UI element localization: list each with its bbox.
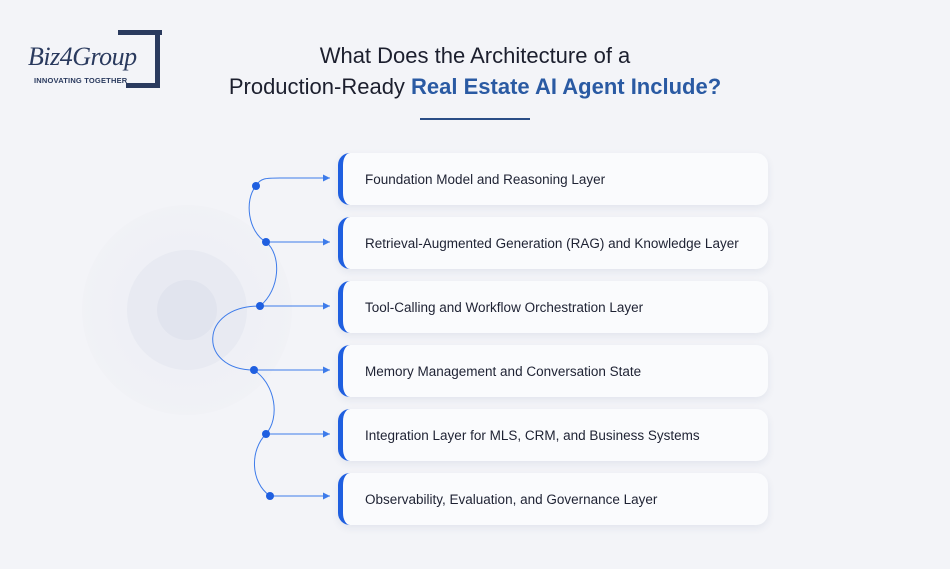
- title-divider: [420, 118, 530, 120]
- connector-spine: [212, 185, 278, 497]
- logo-tagline: INNOVATING TOGETHER: [34, 76, 128, 85]
- title-line-2-plain: Production-Ready: [228, 74, 412, 99]
- layer-label: Observability, Evaluation, and Governanc…: [365, 491, 658, 507]
- title-line-1-text: What Does the Architecture of a: [319, 43, 631, 68]
- connector-dot-6: [266, 492, 274, 500]
- layer-card-rag-knowledge: Retrieval-Augmented Generation (RAG) and…: [338, 217, 768, 269]
- layer-label: Tool-Calling and Workflow Orchestration …: [365, 299, 644, 315]
- logo-frame: [126, 30, 160, 88]
- company-logo: Biz4Group INNOVATING TOGETHER: [28, 30, 162, 90]
- layer-label: Foundation Model and Reasoning Layer: [365, 171, 606, 187]
- layer-label: Memory Management and Conversation State: [365, 363, 642, 379]
- connector-dot-1: [252, 182, 260, 190]
- layer-label: Integration Layer for MLS, CRM, and Busi…: [365, 427, 700, 443]
- layer-card-foundation-model: Foundation Model and Reasoning Layer: [338, 153, 768, 205]
- page-title-line-2: Production-Ready Real Estate AI Agent In…: [0, 71, 950, 102]
- connector-dot-2: [262, 238, 270, 246]
- layer-card-integration: Integration Layer for MLS, CRM, and Busi…: [338, 409, 768, 461]
- connector-dot-4: [250, 366, 258, 374]
- connector-arrow-1: [255, 174, 330, 187]
- layer-card-observability: Observability, Evaluation, and Governanc…: [338, 473, 768, 525]
- layer-label: Retrieval-Augmented Generation (RAG) and…: [365, 235, 739, 251]
- layer-card-tool-calling: Tool-Calling and Workflow Orchestration …: [338, 281, 768, 333]
- connector-dot-3: [256, 302, 264, 310]
- title-line-2-accent: Real Estate AI Agent Include?: [411, 74, 722, 99]
- page-title-line-1: What Does the Architecture of a: [0, 40, 950, 71]
- connector-dot-5: [262, 430, 270, 438]
- background-glow-inner: [157, 280, 217, 340]
- layer-card-memory-management: Memory Management and Conversation State: [338, 345, 768, 397]
- logo-wordmark: Biz4Group: [28, 42, 137, 71]
